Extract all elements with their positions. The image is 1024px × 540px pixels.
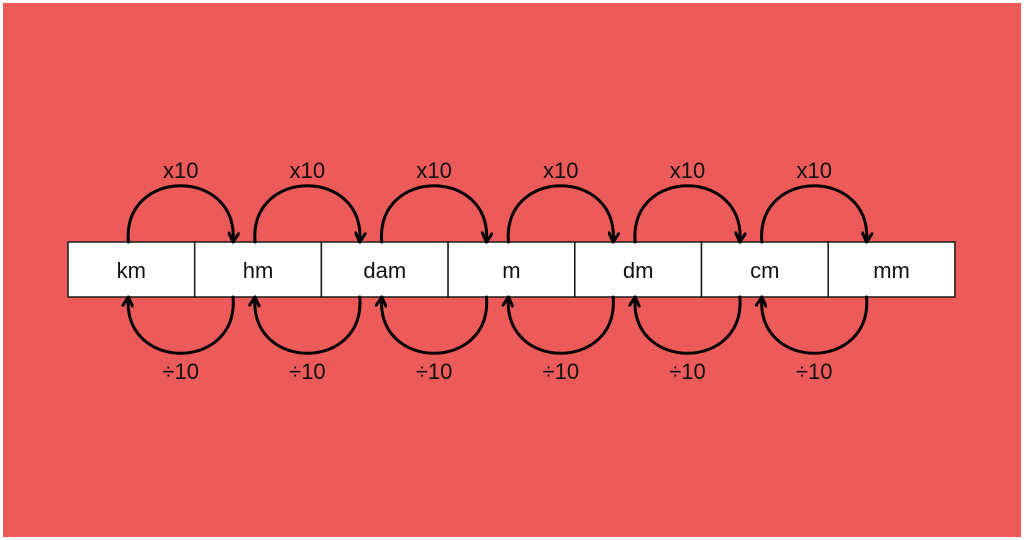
multiply-label: x10 bbox=[543, 158, 578, 183]
multiply-arrow-hm-to-dam bbox=[253, 184, 360, 244]
divide-label: ÷10 bbox=[289, 359, 326, 384]
unit-label-km: km bbox=[117, 258, 146, 283]
multiply-arrow-cm-to-mm bbox=[760, 184, 867, 244]
multiply-arrow-dam-to-m bbox=[380, 184, 487, 244]
unit-label-mm: mm bbox=[873, 258, 910, 283]
conversion-labels: x10 ÷10 x10 ÷10 x10 ÷10 x10 ÷10 x10 ÷10 x10 ÷10 bbox=[162, 158, 832, 384]
divide-arrow-dam-to-hm bbox=[255, 295, 362, 355]
divide-arrow-dm-to-m bbox=[508, 295, 615, 355]
unit-box-hm bbox=[193, 241, 323, 298]
conversion-arrows bbox=[126, 184, 869, 355]
multiply-arrow-m-to-dm bbox=[506, 184, 613, 244]
unit-boxes: km hm dam m dm cm mm bbox=[67, 241, 956, 298]
unit-label-hm: hm bbox=[243, 258, 274, 283]
unit-label-m: m bbox=[502, 258, 520, 283]
divide-label: ÷10 bbox=[416, 359, 453, 384]
unit-box-km bbox=[67, 241, 196, 298]
multiply-label: x10 bbox=[670, 158, 705, 183]
divide-arrow-cm-to-dm bbox=[635, 295, 742, 355]
multiply-arrow-km-to-hm bbox=[126, 184, 233, 244]
unit-label-dam: dam bbox=[363, 258, 406, 283]
multiply-label: x10 bbox=[163, 158, 198, 183]
divide-arrow-hm-to-km bbox=[128, 295, 235, 355]
multiply-arrow-dm-to-cm bbox=[633, 184, 740, 244]
divide-arrow-mm-to-cm bbox=[762, 295, 869, 355]
unit-label-cm: cm bbox=[750, 258, 779, 283]
multiply-label: x10 bbox=[416, 158, 451, 183]
multiply-label: x10 bbox=[796, 158, 831, 183]
divide-label: ÷10 bbox=[669, 359, 706, 384]
divide-label: ÷10 bbox=[543, 359, 580, 384]
divide-arrow-m-to-dam bbox=[382, 295, 488, 355]
divide-label: ÷10 bbox=[162, 359, 199, 384]
unit-box-dam bbox=[320, 241, 449, 298]
unit-label-dm: dm bbox=[623, 258, 654, 283]
unit-box-mm bbox=[827, 241, 956, 298]
divide-label: ÷10 bbox=[796, 359, 833, 384]
multiply-label: x10 bbox=[290, 158, 325, 183]
